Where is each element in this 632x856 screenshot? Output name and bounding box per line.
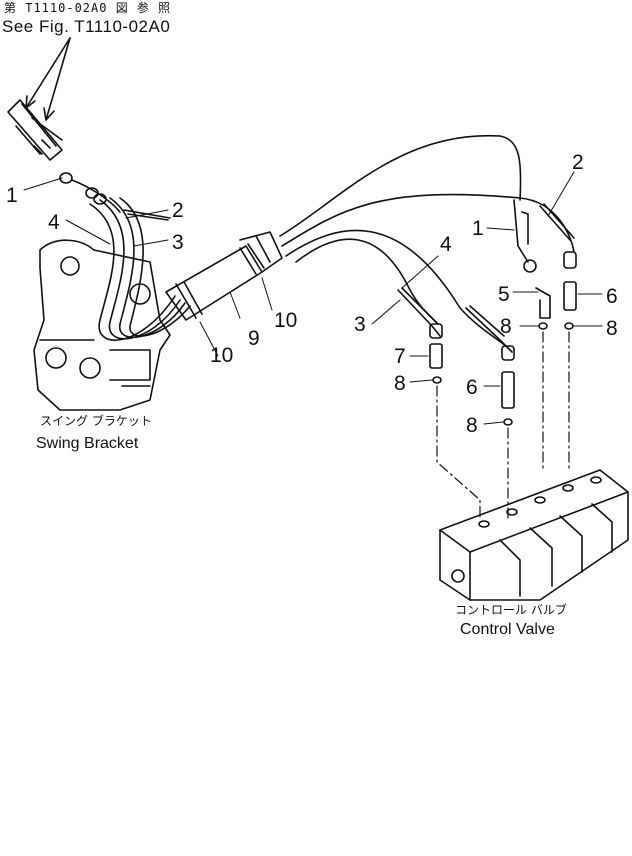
hose-main-runs [279,134,575,349]
control-valve-label-jp: コントロール バルブ [455,603,567,617]
callout-3-right: 3 [354,313,366,336]
callout-6-left: 6 [466,376,478,399]
callout-7: 7 [394,345,406,368]
swing-bracket-label-en: Swing Bracket [36,435,139,452]
callout-10-right: 10 [274,309,298,332]
callout-5: 5 [498,283,510,306]
callout-10-left: 10 [210,344,234,367]
callout-9: 9 [248,327,260,350]
connection-lines [436,331,570,521]
swing-bracket-part [33,239,171,411]
callout-8-b: 8 [606,317,618,340]
callout-8-c: 8 [394,372,406,395]
control-valve-label-en: Control Valve [460,621,555,638]
callout-2-right: 2 [572,151,584,174]
reference-label-en: See Fig. T1110-02A0 [2,17,171,36]
reference-label-jp: 第 T1110-02A0 図 参 照 [4,1,172,15]
hose-bundle-left [89,197,191,341]
callout-4-left: 4 [48,211,60,234]
callout-2-left: 2 [172,199,184,222]
hose-end-fittings [7,99,121,213]
callout-8-a: 8 [500,315,512,338]
right-fittings [397,199,577,426]
callout-1-left: 1 [6,184,18,207]
hose-protector-sleeve [165,231,283,321]
leader-lines [23,171,603,425]
callout-4-right: 4 [440,233,452,256]
swing-bracket-label-jp: スイング ブラケット [40,414,152,428]
callout-3-left: 3 [172,231,184,254]
callout-6-right: 6 [606,285,618,308]
control-valve-part [439,469,629,601]
callout-8-d: 8 [466,414,478,437]
callout-1-right: 1 [472,217,484,240]
reference-arrows [25,37,71,121]
